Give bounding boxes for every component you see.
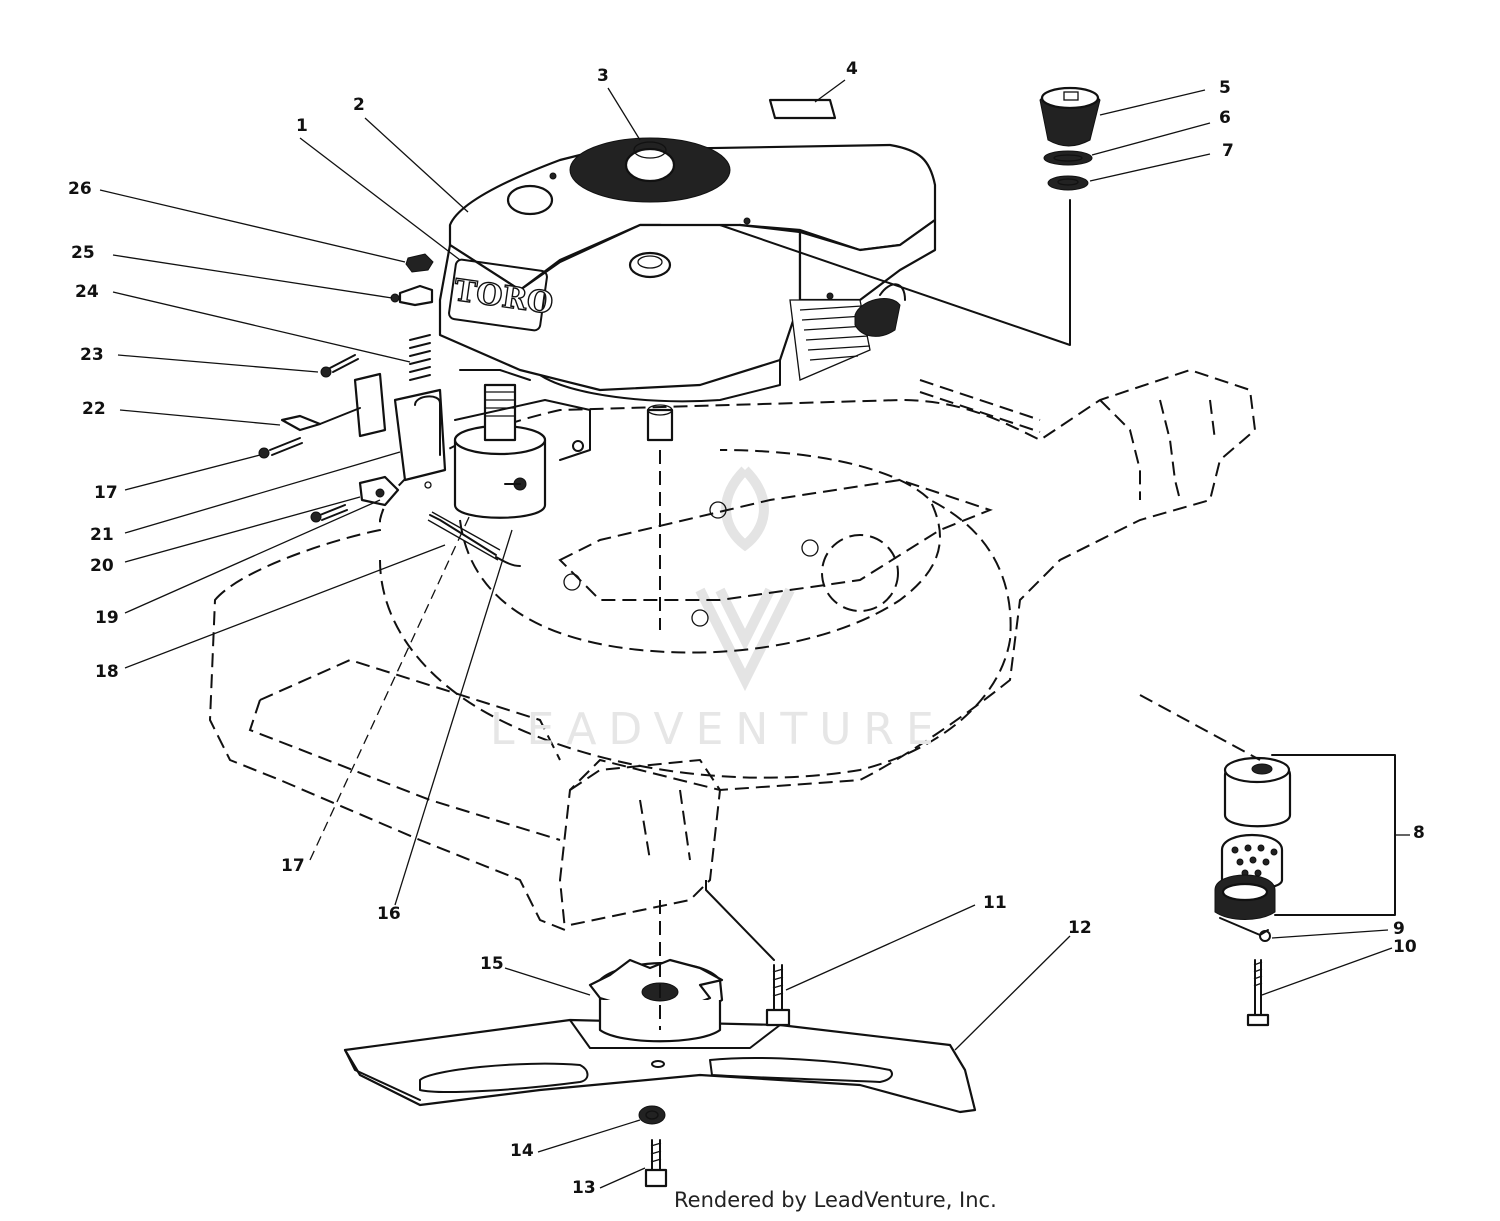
part-label-17-lower: 17 bbox=[281, 856, 305, 876]
part-label-14: 14 bbox=[510, 1141, 534, 1161]
part-label-6: 6 bbox=[1219, 108, 1231, 128]
air-cleaner bbox=[1039, 86, 1101, 191]
part-label-13: 13 bbox=[572, 1178, 596, 1198]
blade bbox=[343, 1018, 977, 1114]
leader-lines bbox=[99, 79, 1410, 1189]
blade-adapter bbox=[588, 958, 724, 1043]
part-label-18: 18 bbox=[95, 662, 119, 682]
watermark-text: LEADVENTURE bbox=[490, 704, 946, 755]
part-label-8: 8 bbox=[1413, 823, 1425, 843]
part-label-9: 9 bbox=[1393, 919, 1405, 939]
part-label-11: 11 bbox=[983, 893, 1007, 913]
engine-assembly: TORO bbox=[438, 98, 937, 442]
part-label-21: 21 bbox=[90, 525, 114, 545]
part-label-16: 16 bbox=[377, 904, 401, 924]
part-label-26: 26 bbox=[68, 179, 92, 199]
part-label-22: 22 bbox=[82, 399, 106, 419]
part-label-4: 4 bbox=[846, 59, 858, 79]
electric-starter bbox=[258, 253, 591, 567]
part-label-20: 20 bbox=[90, 556, 114, 576]
part-label-2: 2 bbox=[353, 95, 365, 115]
mower-deck bbox=[208, 368, 1257, 932]
part-label-10: 10 bbox=[1393, 937, 1417, 957]
fasteners bbox=[638, 964, 791, 1188]
part-label-3: 3 bbox=[597, 66, 609, 86]
alignment-lines bbox=[659, 199, 1396, 1030]
muffler bbox=[1214, 756, 1292, 1027]
part-label-7: 7 bbox=[1222, 141, 1234, 161]
part-label-17-upper: 17 bbox=[94, 483, 118, 503]
part-label-12: 12 bbox=[1068, 918, 1092, 938]
part-label-19: 19 bbox=[95, 608, 119, 628]
part-label-23: 23 bbox=[80, 345, 104, 365]
footer-credit: Rendered by LeadVenture, Inc. bbox=[674, 1188, 997, 1212]
watermark-emblem bbox=[695, 466, 795, 692]
part-label-1: 1 bbox=[296, 116, 308, 136]
part-label-24: 24 bbox=[75, 282, 99, 302]
part-label-15: 15 bbox=[480, 954, 504, 974]
part-label-25: 25 bbox=[71, 243, 95, 263]
part-label-5: 5 bbox=[1219, 78, 1231, 98]
